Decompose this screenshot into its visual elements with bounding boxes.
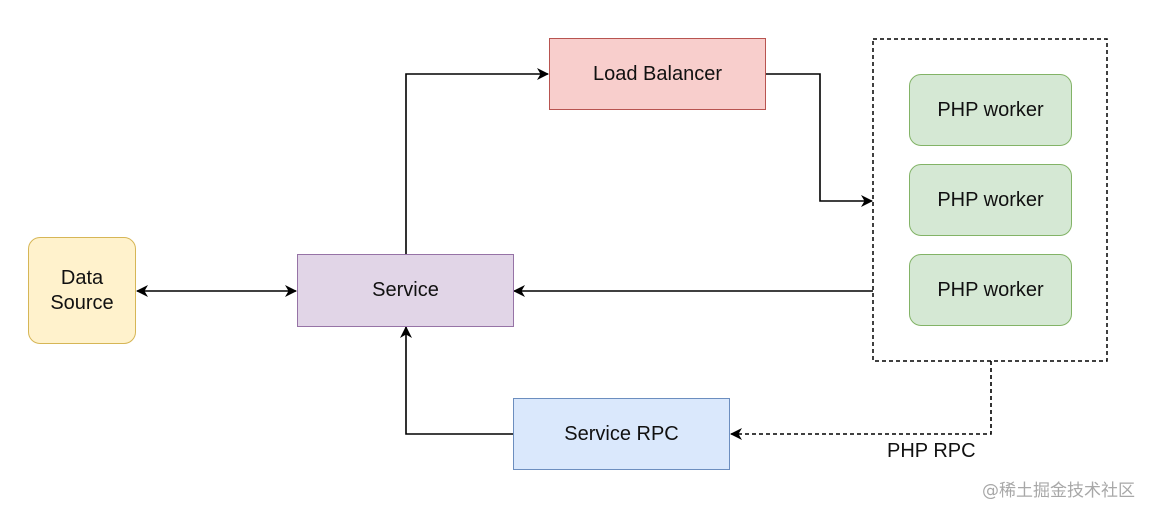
php-worker-label: PHP worker <box>937 188 1044 211</box>
watermark-text: @稀土掘金技术社区 <box>982 481 1135 501</box>
load-balancer-node: Load Balancer <box>549 38 766 110</box>
php-worker-node: PHP worker <box>909 164 1072 236</box>
service-label: Service <box>372 279 439 301</box>
php-worker-label: PHP worker <box>937 278 1044 301</box>
php-worker-node: PHP worker <box>909 74 1072 146</box>
service-rpc-node: Service RPC <box>513 398 730 470</box>
php-worker-node: PHP worker <box>909 254 1072 326</box>
service-node: Service <box>297 254 514 327</box>
edge-servicerpc-service <box>400 326 513 435</box>
edge-loadbalancer-workers <box>765 73 873 207</box>
data-source-node: Data Source <box>28 237 136 344</box>
php-worker-label: PHP worker <box>937 98 1044 121</box>
service-rpc-label: Service RPC <box>564 422 679 445</box>
load-balancer-label: Load Balancer <box>593 62 722 85</box>
data-source-label: Data Source <box>50 266 114 314</box>
edge-service-loadbalancer <box>405 68 549 254</box>
worker-pool-container <box>872 38 1108 362</box>
edge-workers-servicerpc <box>730 361 992 440</box>
php-rpc-edge-label: PHP RPC <box>887 440 976 462</box>
